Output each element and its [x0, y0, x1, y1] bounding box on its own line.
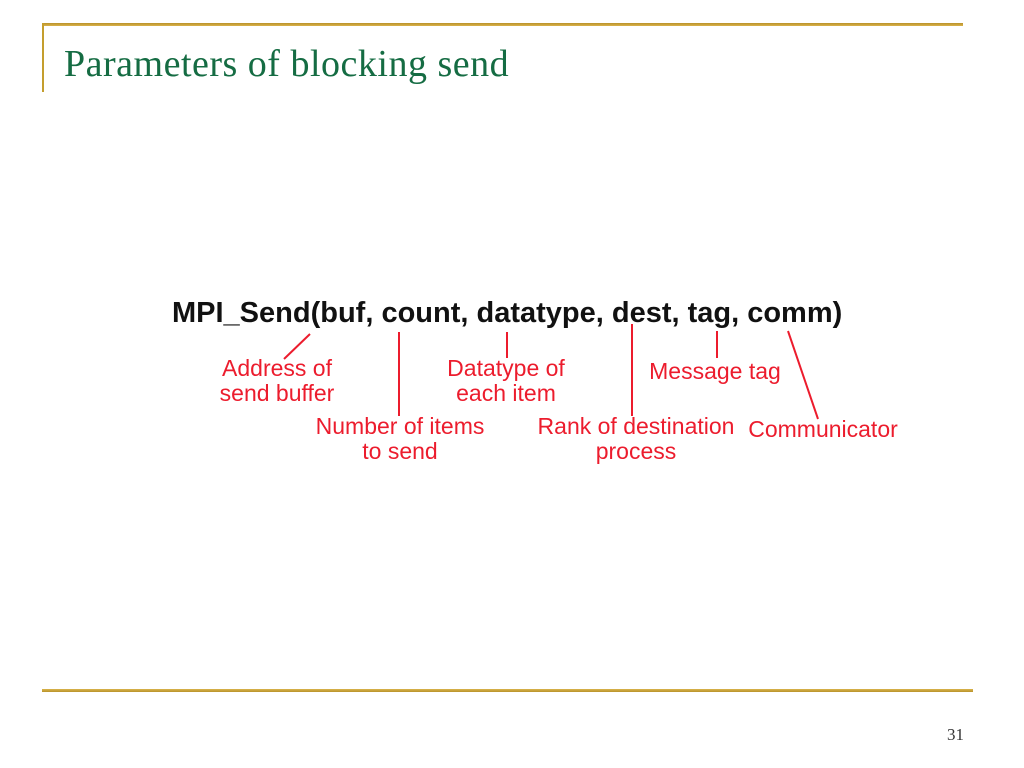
page-title: Parameters of blocking send [64, 43, 510, 85]
mpi-send-signature: MPI_Send(buf, count, datatype, dest, tag… [172, 297, 843, 329]
label-dest-line2: process [595, 438, 677, 464]
label-datatype-line2: each item [456, 380, 556, 406]
label-count-line2: to send [362, 438, 438, 464]
label-comm: Communicator [748, 417, 898, 442]
label-comm-line1: Communicator [748, 416, 898, 442]
label-dest-line1: Rank of destination [537, 413, 735, 439]
label-count: Number of items to send [316, 414, 485, 464]
label-tag: Message tag [649, 359, 781, 384]
bottom-gold-rule [42, 689, 973, 692]
label-dest: Rank of destination process [538, 414, 735, 464]
label-buf-line2: send buffer [219, 380, 335, 406]
label-tag-line1: Message tag [649, 358, 781, 384]
page-number: 31 [947, 725, 964, 744]
label-count-line1: Number of items [315, 413, 485, 439]
label-buf-line1: Address of [222, 355, 332, 381]
label-buf: Address of send buffer [220, 356, 335, 406]
top-gold-rule [42, 23, 963, 26]
label-datatype-line1: Datatype of [447, 355, 565, 381]
connector-comm-line [787, 330, 819, 420]
label-datatype: Datatype of each item [447, 356, 565, 406]
left-gold-rule [42, 23, 44, 92]
